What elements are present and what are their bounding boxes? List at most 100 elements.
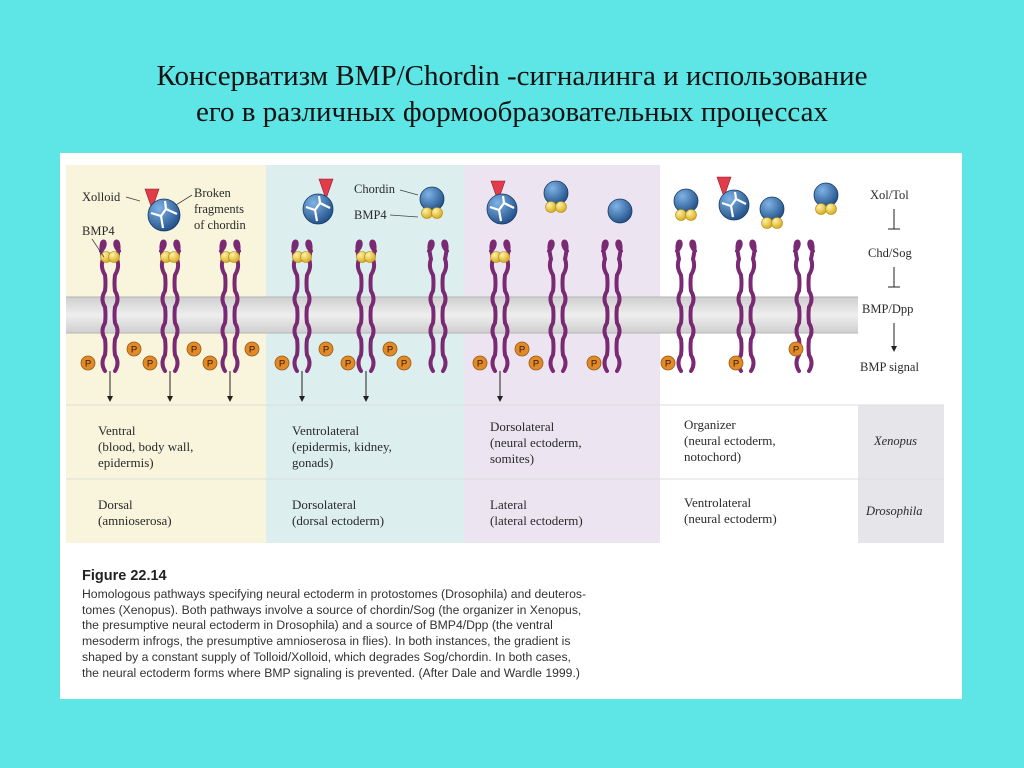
drosophila-region-line: (lateral ectoderm) [490,513,583,528]
leader-broken [175,194,193,206]
bmp4-dimer-half [228,251,240,263]
pathway-bmp-dpp: BMP/Dpp [862,302,913,316]
drosophila-region-title: Dorsal [98,497,133,512]
panel-pathway [858,165,944,405]
drosophila-region-line: (amnioserosa) [98,513,172,528]
phosphate-circle [274,355,290,371]
receptor-strand [232,239,241,373]
panel-species [858,405,944,543]
bmp4-dimer-half [825,203,837,215]
caption-line: mesoderm infrogs, the presumptive amnios… [82,634,571,649]
xenopus-region-line: somites) [490,451,534,466]
phosphate-circle [244,341,260,357]
caption-line: tomes (Xenopus). Both pathways involve a… [82,602,582,617]
phosphate-label: P [279,359,285,370]
receptor-strand [112,239,121,373]
label-broken-3: of chordin [194,218,246,232]
label-broken-2: fragments [194,202,244,216]
label-bmp4-mid: BMP4 [354,208,387,222]
receptor-strand [806,239,815,373]
xenopus-region-line: (epidermis, kidney, [292,439,392,454]
chordin-protein [813,182,839,208]
bmp4-dimer-half [685,209,697,221]
receptor-strand [304,239,313,373]
label-broken-1: Broken [194,186,232,200]
drosophila-region-title: Lateral [490,497,527,512]
bmp4-dimer-half [761,217,773,229]
leader-chordin [399,189,419,196]
phosphate-circle [788,341,804,357]
drosophila-region-line: (dorsal ectoderm) [292,513,384,528]
panel-organizer [660,165,858,543]
phosphate-label: P [533,359,539,370]
phosphate-circle [396,355,412,371]
receptor-strand [172,239,181,373]
drosophila-region-title: Dorsolateral [292,497,357,512]
receptor-strand [99,239,108,373]
chordin-crack [150,200,178,229]
drosophila-region-title: Ventrolateral [684,495,752,510]
cell-membrane [66,297,858,333]
receptor-strand [560,239,569,373]
receptor-strand [614,239,623,373]
leader-bmp4-mid [389,214,419,218]
receptor-strand [427,239,436,373]
xenopus-region-line: (blood, body wall, [98,439,193,454]
receptor-strand [440,239,449,373]
phosphate-label: P [733,359,739,370]
phosphate-label: P [401,359,407,370]
xenopus-region-line: (neural ectoderm, [684,433,776,448]
pathway-bmp-signal: BMP signal [860,360,919,374]
xenopus-region-line: notochord) [684,449,741,464]
phosphate-label: P [147,359,153,370]
phosphate-label: P [519,345,525,356]
leader-xolloid [125,196,141,202]
species-xenopus: Xenopus [873,434,917,448]
phosphate-label: P [477,359,483,370]
phosphate-circle [126,341,142,357]
receptor-strand [735,239,744,373]
slide-title-line2: его в различных формообразовательных про… [195,96,829,128]
species-drosophila: Drosophila [865,504,923,518]
xenopus-region-line: gonads) [292,455,333,470]
slide-title-line1: Консерватизм BMP/Chordin -сигналинга и и… [156,60,868,92]
bmp4-dimer-half [545,201,557,213]
xenopus-region-line: (neural ectoderm, [490,435,582,450]
chordin-protein [147,198,181,232]
chordin-protein [486,193,518,225]
xenopus-region-title: Dorsolateral [490,419,555,434]
phosphate-circle [660,355,676,371]
receptor-strand [368,239,377,373]
phosphate-label: P [207,359,213,370]
chordin-protein [302,193,334,225]
chordin-crack [489,195,515,222]
phosphate-circle [340,355,356,371]
phosphate-label: P [249,345,255,356]
pathway-chd-sog: Chd/Sog [868,246,913,260]
phosphate-label: P [345,359,351,370]
phosphate-circle [586,355,602,371]
receptor-strand [502,239,511,373]
phosphate-circle [382,341,398,357]
receptor-strand [355,239,364,373]
caption-line: shaped by a constant supply of Tolloid/X… [82,649,571,664]
bmp4-dimer-half [771,217,783,229]
phosphate-label: P [387,345,393,356]
complex-group [144,176,839,232]
xenopus-region-line: epidermis) [98,455,154,470]
phosphate-label: P [191,345,197,356]
pathway-xol-tol: Xol/Tol [870,188,909,202]
phosphate-label: P [85,359,91,370]
bmp4-dimer-half [555,201,567,213]
caption-line: Homologous pathways specifying neural ec… [82,586,587,601]
caption-line: the neural ectoderm forms where BMP sign… [82,665,580,680]
label-xolloid: Xolloid [82,190,121,204]
xolloid-protease [490,180,506,202]
chordin-protein [673,188,699,214]
chordin-protein [718,189,750,221]
receptor-strand [159,239,168,373]
receptor-strand [219,239,228,373]
chordin-protein [759,196,785,222]
